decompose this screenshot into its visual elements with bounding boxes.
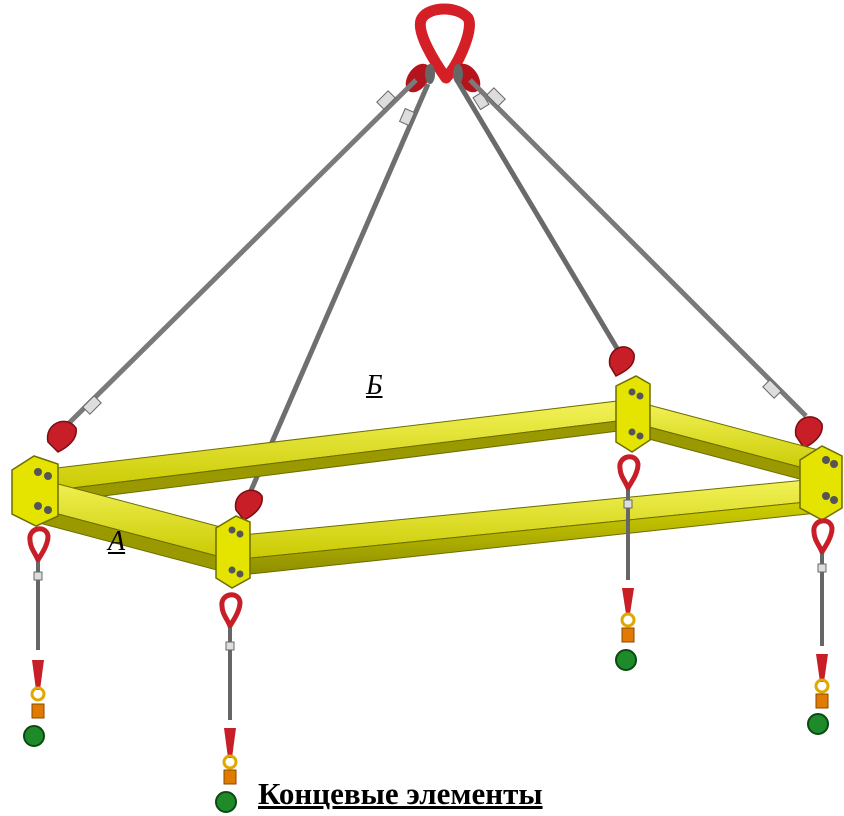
lower-sling-near (215, 592, 243, 813)
corner-plate-right (799, 445, 843, 521)
lower-sling-left (23, 526, 51, 747)
corner-plate-far (615, 375, 651, 453)
lower-sling-far (615, 454, 641, 671)
sling-upper-left-far (62, 78, 418, 430)
frame (11, 375, 843, 589)
corner-plate-left (11, 455, 59, 527)
corner-plate-near (215, 515, 251, 589)
label-b: Б (366, 370, 383, 401)
lower-sling-right (807, 518, 835, 735)
beam-right-end (629, 399, 827, 487)
figure-caption: Концевые элементы (258, 776, 543, 811)
label-a: А (108, 526, 126, 557)
lower-slings (23, 454, 835, 813)
beam-near (231, 477, 827, 577)
beam-far (39, 399, 627, 505)
sling-upper-right-near (455, 80, 621, 352)
upper-terminations (46, 346, 823, 521)
sling-upper-right-far (468, 78, 808, 418)
